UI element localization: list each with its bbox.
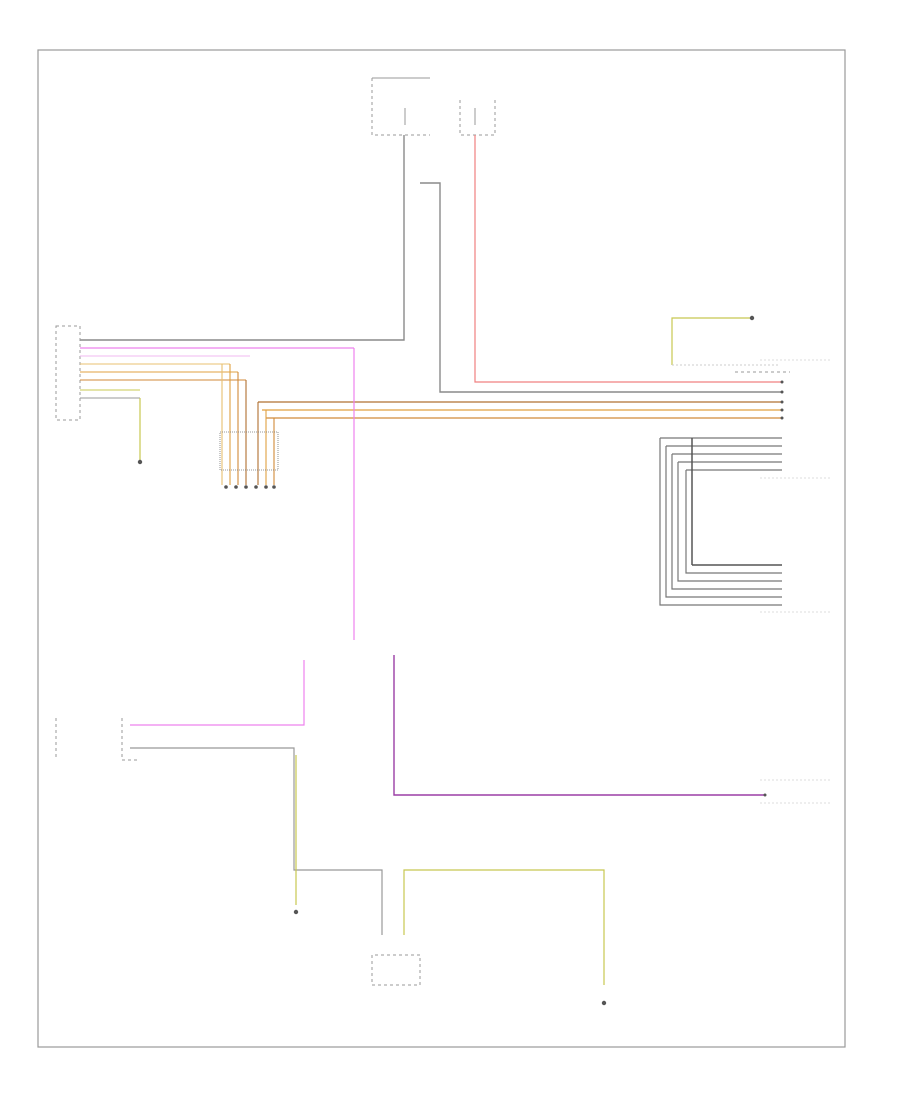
wire-yellow-bottom — [403, 869, 605, 985]
ground-point-icon — [601, 1000, 607, 1006]
right-connector — [258, 371, 790, 420]
wire-red — [474, 135, 782, 383]
ground-point-icon — [137, 459, 143, 465]
wire-violet — [393, 655, 765, 796]
wire-grey-lower — [130, 747, 383, 935]
grey-harness — [659, 437, 782, 606]
splice-bundle — [219, 364, 279, 489]
wire-grey-right — [420, 182, 782, 393]
fuse-box-top — [371, 77, 496, 136]
module-left-connector — [121, 718, 140, 761]
left-connector — [55, 325, 354, 421]
diagram-frame — [37, 49, 846, 1048]
ground-point-icon — [293, 909, 299, 915]
wire-yellow-top — [671, 317, 750, 365]
ground-point-icon — [749, 315, 755, 321]
bottom-switch-box — [371, 954, 421, 986]
wire-pink-left — [130, 660, 305, 726]
wire-grey-feed — [80, 135, 405, 341]
